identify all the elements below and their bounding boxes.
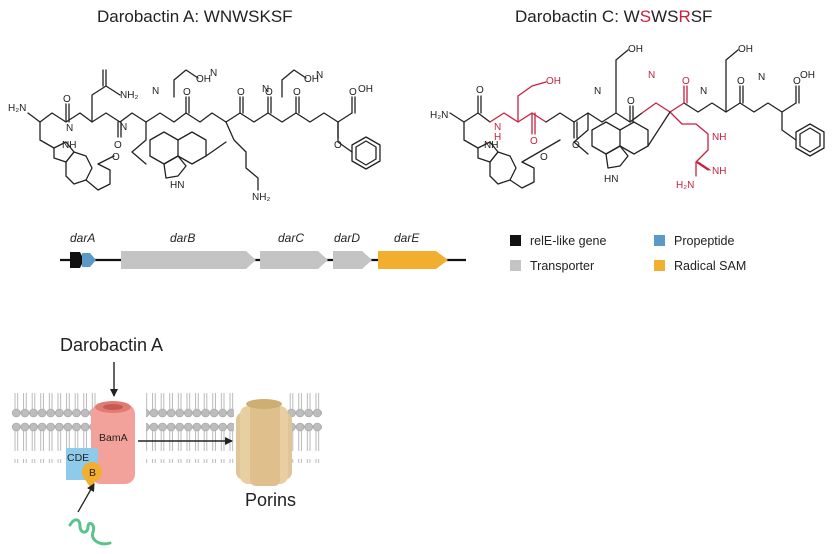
porins-label: Porins — [245, 490, 296, 510]
svg-text:O: O — [293, 87, 301, 98]
darD-gene — [333, 251, 372, 269]
bama-protein — [91, 401, 135, 484]
svg-text:H₂N: H₂N — [430, 110, 448, 121]
svg-text:NH: NH — [712, 166, 726, 177]
legend-swatch-transporter — [510, 260, 521, 271]
svg-text:O: O — [682, 76, 690, 87]
darE-gene — [378, 251, 448, 269]
cde-label: CDE — [67, 452, 89, 464]
svg-text:OH: OH — [628, 44, 643, 55]
membrane-schematic: BamA CDE B Darobactin A Porins — [12, 335, 322, 546]
darobactin-c-atoms: H₂N O OH O N H O N OH O N O N OH O N OH … — [430, 44, 815, 191]
lipid-bilayer-middle — [146, 393, 234, 463]
svg-text:NH: NH — [62, 140, 76, 151]
svg-text:OH: OH — [800, 70, 815, 81]
legend-swatch-radical-sam — [654, 260, 665, 271]
svg-text:O: O — [112, 152, 120, 163]
svg-text:N: N — [648, 70, 655, 81]
darD-label: darD — [334, 231, 360, 245]
svg-text:O: O — [530, 136, 538, 147]
svg-text:H: H — [494, 132, 501, 143]
svg-text:O: O — [476, 85, 484, 96]
svg-text:O: O — [737, 76, 745, 87]
svg-text:N: N — [66, 123, 73, 134]
svg-text:N: N — [120, 122, 127, 133]
peptide-delivery-arrow — [77, 483, 95, 513]
darobactin-a-atoms: H₂N NH₂ OH OH OH O O O O O O O O O NH HN… — [8, 68, 373, 203]
b-subunit — [82, 462, 102, 482]
svg-text:O: O — [572, 140, 580, 151]
svg-text:OH: OH — [546, 76, 561, 87]
bama-label: BamA — [99, 432, 128, 444]
svg-text:H₂N: H₂N — [8, 103, 26, 114]
svg-text:NH₂: NH₂ — [120, 90, 138, 101]
svg-text:N: N — [152, 86, 159, 97]
darB-gene — [121, 251, 256, 269]
legend-label-rele: relE-like gene — [530, 234, 606, 248]
rele-like-gene — [70, 252, 84, 268]
darC-gene — [260, 251, 328, 269]
svg-text:OH: OH — [358, 84, 373, 95]
darA-label: darA — [70, 231, 95, 245]
darobactin-c-title: Darobactin C: WSWSRSF — [515, 7, 712, 26]
svg-text:O: O — [114, 140, 122, 151]
darobactin-a-structure — [27, 69, 381, 191]
svg-text:O: O — [63, 94, 71, 105]
svg-text:O: O — [793, 76, 801, 87]
svg-text:O: O — [183, 87, 191, 98]
svg-text:OH: OH — [304, 74, 319, 85]
legend-swatch-rele — [510, 235, 521, 246]
darB-label: darB — [170, 231, 195, 245]
darobactin-a-title: Darobactin A: WNWSKSF — [97, 7, 293, 26]
darE-label: darE — [394, 231, 420, 245]
svg-text:NH: NH — [712, 132, 726, 143]
svg-text:N: N — [494, 122, 501, 133]
svg-text:N: N — [594, 86, 601, 97]
svg-text:HN: HN — [170, 180, 184, 191]
svg-text:N: N — [210, 68, 217, 79]
svg-text:O: O — [334, 140, 342, 151]
svg-text:H₂N: H₂N — [676, 180, 694, 191]
b-label: B — [89, 467, 96, 479]
svg-text:N: N — [758, 72, 765, 83]
svg-text:OH: OH — [738, 44, 753, 55]
svg-text:O: O — [540, 152, 548, 163]
svg-text:O: O — [237, 87, 245, 98]
legend-label-transporter: Transporter — [530, 259, 594, 273]
dar-gene-cluster: darA darB darC darD darE — [60, 231, 466, 269]
svg-text:HN: HN — [604, 174, 618, 185]
legend-swatch-propeptide — [654, 235, 665, 246]
svg-text:NH₂: NH₂ — [252, 192, 270, 203]
legend-label-propeptide: Propeptide — [674, 234, 735, 248]
unfolded-porin-peptide — [68, 518, 112, 546]
svg-text:O: O — [349, 87, 357, 98]
svg-text:O: O — [627, 96, 635, 107]
legend-label-radical-sam: Radical SAM — [674, 259, 746, 273]
svg-text:N: N — [316, 70, 323, 81]
darobactin-c-structure — [449, 49, 825, 189]
svg-text:N: N — [262, 84, 269, 95]
darobactin-a-membrane-label: Darobactin A — [60, 335, 163, 355]
svg-text:N: N — [700, 86, 707, 97]
propeptide-gene — [82, 253, 96, 267]
svg-text:OH: OH — [196, 74, 211, 85]
darC-label: darC — [278, 231, 304, 245]
svg-text:NH: NH — [484, 140, 498, 151]
porins — [236, 399, 292, 486]
gene-legend: relE-like gene Propeptide Transporter Ra… — [510, 234, 746, 273]
svg-text:O: O — [265, 87, 273, 98]
